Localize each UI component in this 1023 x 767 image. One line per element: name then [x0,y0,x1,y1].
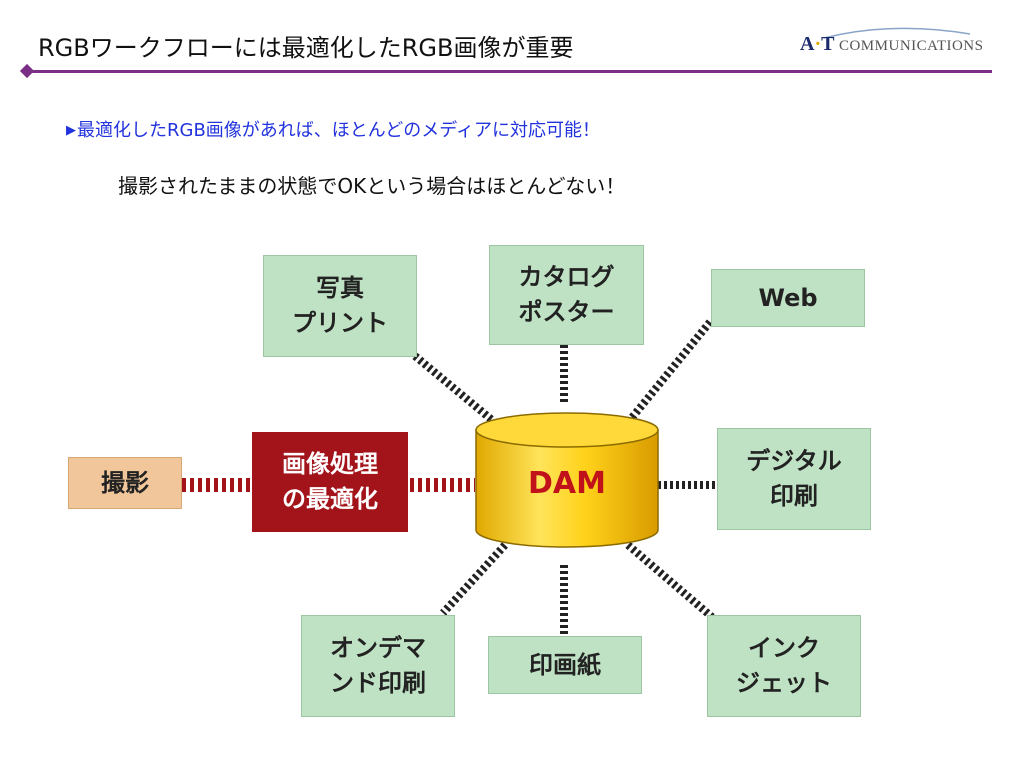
sub-text: 撮影されたままの状態でOKという場合はほとんどない！ [118,174,626,198]
logo-mark-t: T [821,33,835,55]
logo-mark-a: A [800,33,815,55]
output-box-web: Web [711,269,865,327]
output-box-digital-print: デジタル 印刷 [717,428,871,530]
logo-mark-dot: · [814,33,822,55]
logo-text: COMMUNICATIONS [838,38,984,54]
dam-cylinder [475,412,659,548]
page-title: RGBワークフローには最適化したRGB画像が重要 [38,34,574,62]
logo-arc [823,27,971,39]
output-box-printing-paper: 印画紙 [488,636,642,694]
company-logo: A·T COMMUNICATIONS [800,33,983,56]
input-box-shooting: 撮影 [68,457,182,509]
process-box-optimization: 画像処理 の最適化 [252,432,408,532]
dam-label: DAM [528,466,606,501]
output-box-on-demand-print: オンデマ ンド印刷 [301,615,455,717]
bullet-text: 最適化したRGB画像があれば、ほとんどのメディアに対応可能！ [77,120,601,141]
output-box-catalog-poster: カタログ ポスター [489,245,644,345]
connector-photo-print [412,352,495,424]
header-rule [30,70,992,73]
output-box-inkjet: インク ジェット [707,615,861,717]
bullet-point: ▶最適化したRGB画像があれば、ほとんどのメディアに対応可能！ [66,116,600,142]
output-box-photo-print: 写真 プリント [263,255,417,357]
connector-on-demand [440,542,508,616]
bullet-triangle-icon: ▶ [66,123,76,138]
connector-inkjet [625,541,715,621]
